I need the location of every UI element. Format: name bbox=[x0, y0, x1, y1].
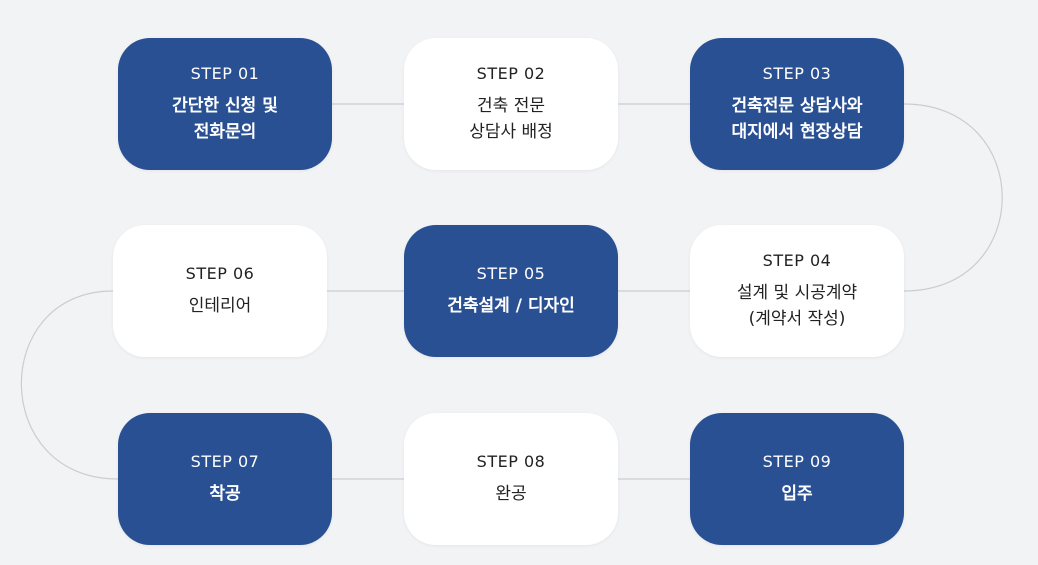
step-09-label: STEP 09 bbox=[762, 451, 832, 471]
step-08-box: STEP 08 완공 bbox=[404, 413, 618, 545]
step-02-text-line-1: 건축 전문 bbox=[477, 95, 545, 116]
step-03-label: STEP 03 bbox=[762, 63, 832, 83]
step-02-box: STEP 02 건축 전문 상담사 배정 bbox=[404, 38, 618, 170]
connector-3-4 bbox=[903, 103, 1003, 292]
step-06-label: STEP 06 bbox=[185, 263, 255, 283]
step-03-box: STEP 03 건축전문 상담사와 대지에서 현장상담 bbox=[690, 38, 904, 170]
connector-6-7 bbox=[20, 290, 119, 480]
step-02-label: STEP 02 bbox=[476, 63, 546, 83]
step-05-text-line-1: 건축설계 / 디자인 bbox=[447, 295, 575, 316]
step-08-label: STEP 08 bbox=[476, 451, 546, 471]
step-07-box: STEP 07 착공 bbox=[118, 413, 332, 545]
step-09-text-line-1: 입주 bbox=[781, 483, 813, 504]
step-07-text-line-1: 착공 bbox=[209, 483, 241, 504]
step-04-text-line-2: (계약서 작성) bbox=[748, 308, 846, 329]
step-04-label: STEP 04 bbox=[762, 250, 832, 270]
step-01-text-line-2: 전화문의 bbox=[193, 121, 257, 142]
step-02-text-line-2: 상담사 배정 bbox=[469, 121, 553, 142]
step-05-label: STEP 05 bbox=[476, 263, 546, 283]
step-07-label: STEP 07 bbox=[190, 451, 260, 471]
step-03-text-line-2: 대지에서 현장상담 bbox=[731, 121, 863, 142]
step-01-text-line-1: 간단한 신청 및 bbox=[172, 95, 278, 116]
step-04-box: STEP 04 설계 및 시공계약 (계약서 작성) bbox=[690, 225, 904, 357]
step-09-box: STEP 09 입주 bbox=[690, 413, 904, 545]
step-06-box: STEP 06 인테리어 bbox=[113, 225, 327, 357]
step-01-box: STEP 01 간단한 신청 및 전화문의 bbox=[118, 38, 332, 170]
step-03-text-line-1: 건축전문 상담사와 bbox=[731, 95, 863, 116]
step-08-text-line-1: 완공 bbox=[495, 483, 527, 504]
step-01-label: STEP 01 bbox=[190, 63, 260, 83]
step-04-text-line-1: 설계 및 시공계약 bbox=[736, 282, 858, 303]
step-06-text-line-1: 인테리어 bbox=[188, 295, 252, 316]
step-05-box: STEP 05 건축설계 / 디자인 bbox=[404, 225, 618, 357]
